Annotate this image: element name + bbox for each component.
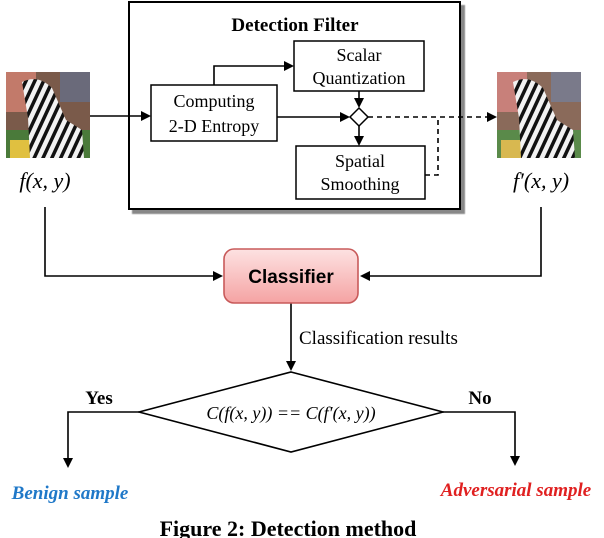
- output-label: f′(x, y): [513, 168, 569, 193]
- classifier-label: Classifier: [248, 267, 334, 288]
- adversarial-sample-label: Adversarial sample: [440, 480, 592, 501]
- quantization-label-line2: Quantization: [313, 68, 406, 88]
- output-image: [497, 72, 581, 158]
- yes-label: Yes: [85, 388, 112, 409]
- benign-sample-label: Benign sample: [11, 483, 129, 504]
- entropy-label-line2: 2-D Entropy: [169, 116, 259, 136]
- detection-filter-title: Detection Filter: [231, 15, 359, 36]
- smoothing-box: [295, 145, 426, 200]
- input-image: [6, 72, 90, 158]
- quantization-label-line1: Scalar: [337, 45, 382, 65]
- figure-caption: Figure 2: Detection method: [160, 516, 417, 538]
- no-label: No: [468, 388, 491, 409]
- smoothing-label-line1: Spatial: [335, 151, 385, 171]
- decision-diamond: [135, 371, 447, 453]
- classifier-connectors: [44, 207, 542, 371]
- entropy-label-line1: Computing: [173, 91, 254, 111]
- classification-results-label: Classification results: [299, 328, 458, 349]
- smoothing-label-line2: Smoothing: [320, 174, 399, 194]
- input-label: f(x, y): [19, 168, 70, 193]
- decision-text: C(f(x, y)) == C(f′(x, y)): [206, 403, 375, 424]
- decision-connectors: [63, 411, 520, 468]
- quantization-box: [293, 40, 425, 92]
- filter-connectors: [90, 61, 497, 176]
- classifier-box: [223, 248, 359, 304]
